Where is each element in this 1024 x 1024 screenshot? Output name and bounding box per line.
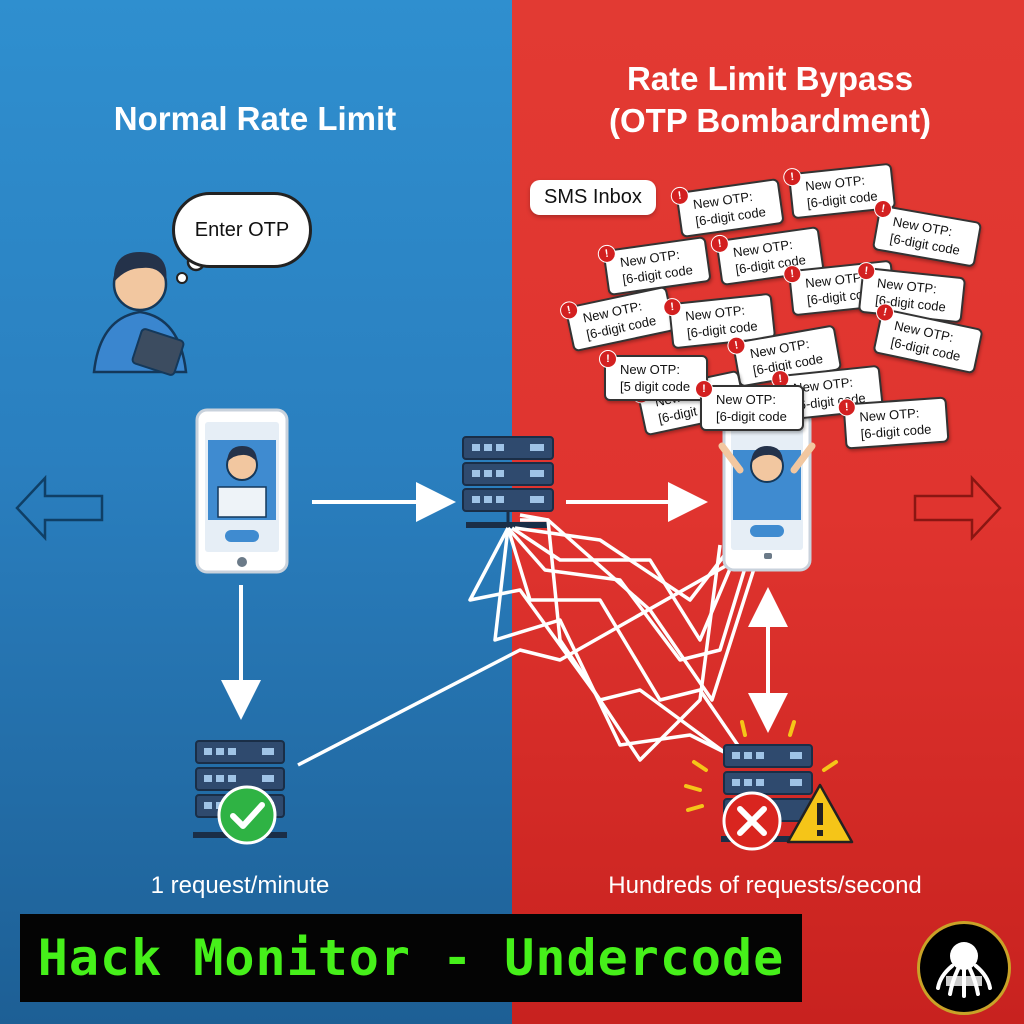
left-nav-arrow-icon <box>15 474 104 542</box>
otp-notification-card: !New OTP: [6-digit code <box>695 380 804 431</box>
right-title: Rate Limit Bypass (OTP Bombardment) <box>570 58 970 142</box>
alert-badge-icon: ! <box>837 397 857 418</box>
cross-icon <box>722 791 782 851</box>
left-title: Normal Rate Limit <box>113 100 397 137</box>
right-phone-icon <box>718 408 816 572</box>
right-caption: Hundreds of requests/second <box>608 872 922 899</box>
alert-badge-icon: ! <box>695 380 713 398</box>
banner-text: Hack Monitor - Undercode <box>37 929 785 987</box>
otp-title: New OTP: <box>620 362 680 377</box>
right-title-line1: Rate Limit Bypass <box>626 60 914 97</box>
brand-banner: Hack Monitor - Undercode <box>20 914 802 1002</box>
otp-notification-card: !New OTP: [5 digit code <box>599 350 708 401</box>
thought-text: Enter OTP <box>194 219 290 241</box>
octopus-logo-icon <box>917 921 1011 1015</box>
user-avatar-icon <box>92 252 188 376</box>
right-title-line2: (OTP Bombardment) <box>608 102 932 139</box>
otp-title: New OTP: <box>716 392 776 407</box>
alert-badge-icon: ! <box>599 350 617 368</box>
center-server-icon <box>462 436 554 528</box>
warning-icon <box>786 783 854 844</box>
otp-code: [6-digit code <box>716 409 787 424</box>
thought-cloud: Enter OTP <box>172 192 312 268</box>
check-icon <box>217 785 277 845</box>
left-phone-icon <box>195 408 289 574</box>
right-server-icon <box>684 720 838 842</box>
left-caption: 1 request/minute <box>150 872 330 899</box>
otp-notification-card: !New OTP:[6-digit code <box>837 396 950 450</box>
sms-inbox-label: SMS Inbox <box>530 180 656 215</box>
right-nav-arrow-icon <box>913 474 1002 542</box>
thought-dot-small <box>176 272 188 284</box>
otp-code: [5 digit code <box>620 379 691 394</box>
request-flood-lines <box>297 513 762 767</box>
otp-code: [6-digit code <box>860 421 932 442</box>
